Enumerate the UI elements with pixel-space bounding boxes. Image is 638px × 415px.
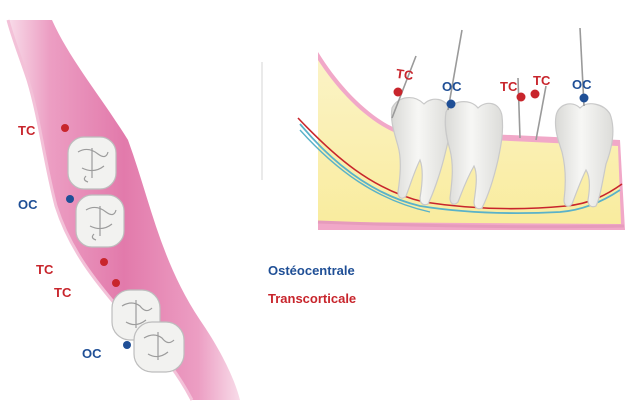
molar-crown xyxy=(68,137,116,189)
oc-injection-point xyxy=(123,341,131,349)
oc-injection-point xyxy=(447,100,456,109)
occlusal-arch-view xyxy=(8,20,240,400)
oc-label: OC xyxy=(572,78,592,91)
legend-osteocentrale: Ostéocentrale xyxy=(268,264,355,277)
needle xyxy=(518,78,520,138)
tc-label: TC xyxy=(54,286,71,299)
tc-label: TC xyxy=(500,80,517,93)
legend-transcorticale: Transcorticale xyxy=(268,292,356,305)
tc-injection-point xyxy=(394,88,403,97)
oc-injection-point xyxy=(580,94,589,103)
tc-injection-point xyxy=(100,258,108,266)
tc-label: TC xyxy=(18,124,35,137)
tc-label: TC xyxy=(36,263,53,276)
tc-label: TC xyxy=(395,67,414,82)
tc-label: TC xyxy=(533,74,550,87)
needle xyxy=(448,30,462,110)
oc-injection-point xyxy=(66,195,74,203)
sagittal-jaw-view xyxy=(262,28,625,230)
tc-injection-point xyxy=(61,124,69,132)
molar-crown xyxy=(134,322,184,372)
molar-crown xyxy=(76,195,124,247)
tc-injection-point xyxy=(531,90,540,99)
oc-label: OC xyxy=(18,198,38,211)
oc-label: OC xyxy=(82,347,102,360)
oc-label: OC xyxy=(442,80,462,93)
tc-injection-point xyxy=(517,93,526,102)
tc-injection-point xyxy=(112,279,120,287)
